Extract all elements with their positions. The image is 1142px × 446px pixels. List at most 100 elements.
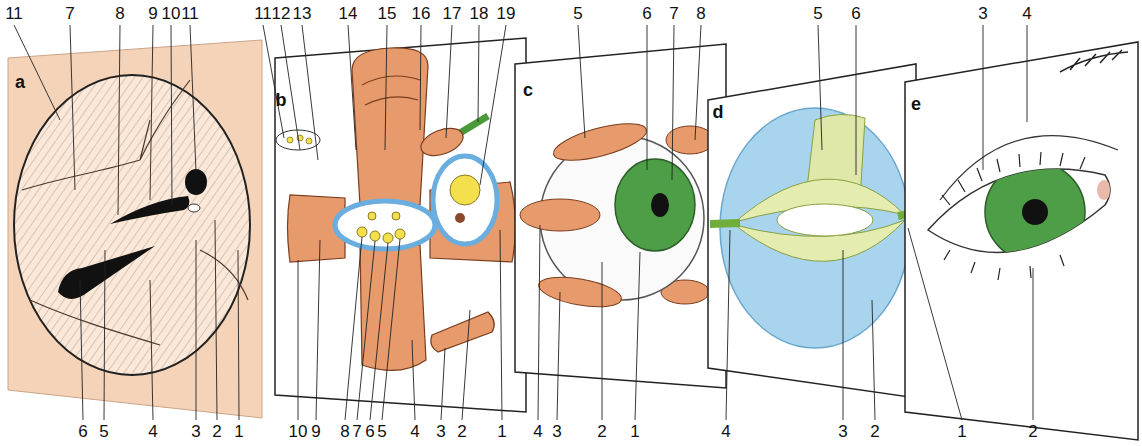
vessel [383,233,393,243]
label-holder: 1 [630,422,639,442]
dot [306,138,312,144]
orbital-septum [720,108,910,348]
leader-line [14,25,60,120]
callout-number: 2 [212,422,221,441]
rectus-muscle [550,116,650,168]
pupil [651,193,669,217]
leader-line [385,25,387,150]
leader-line [382,239,400,420]
leader-line [104,250,105,420]
callout-number: 8 [340,422,349,441]
callout-number: 10 [289,422,308,441]
iris [985,162,1085,262]
leader-line [150,25,153,200]
label-holder: 13 [293,4,312,24]
eye-contents [985,162,1111,262]
leader-line [695,25,701,140]
inferior-orbital-fissure [58,246,155,299]
panel-plane [708,64,916,398]
leader-line [557,292,560,420]
superior-rectus [352,48,428,205]
oblique-muscle [666,126,714,154]
callout-number: 17 [443,4,462,23]
callout-number: 6 [365,422,374,441]
callout-number: 13 [293,4,312,23]
label-holder: 15 [378,4,397,24]
leader-lines [14,25,1033,420]
callout-number: 4 [721,422,730,441]
leader-line [118,25,120,215]
leader-line [843,250,844,420]
palpebral-ligament [710,213,915,224]
callout-number: 1 [630,422,639,441]
callout-number: 15 [378,4,397,23]
label-holder: 5 [813,4,822,24]
leader-line [602,262,603,420]
panel-letter: d [713,102,724,122]
callout-number: 6 [78,422,87,441]
callout-number: 11 [254,4,272,23]
eyelashes [942,152,1085,280]
fascia-loop [335,201,435,249]
iris [615,159,695,251]
callout-number: 11 [181,4,199,23]
superior-orbital-fissure [110,196,189,224]
suture-lines [22,80,248,345]
label-holder: 7 [65,4,74,24]
panel-letter: b [276,90,287,110]
leader-line [672,25,674,180]
callout-number: 5 [573,4,582,23]
leader-line [635,252,640,420]
label-holder: 5 [99,422,108,442]
callout-number: 18 [470,4,489,23]
callout-number: 1 [234,422,243,441]
label-holder: 19 [497,4,516,24]
label-holder: c [523,80,533,101]
leader-line [908,228,962,420]
leader-line [215,220,217,420]
label-holder: 4 [1022,4,1031,24]
callout-number: 5 [813,4,822,23]
callout-number: 7 [352,422,361,441]
label-holder: 4 [533,422,542,442]
label-holder: 10 [289,422,308,442]
label-holder: 2 [597,422,606,442]
leader-line [420,25,421,130]
leader-line [80,280,83,420]
label-holder: 17 [443,4,462,24]
callout-number: 12 [272,4,291,23]
label-holder: 3 [838,422,847,442]
panel-plane [905,42,1138,440]
leader-line [578,25,585,138]
callout-number: 8 [696,4,705,23]
fascia-loop [433,156,497,244]
label-holder: 8 [696,4,705,24]
label-holder: 16 [412,4,431,24]
label-holder: 1 [497,422,506,442]
leader-line [370,243,388,420]
caruncle [1097,180,1111,200]
panel-letter: c [523,80,533,100]
lacrimal-gland [276,130,320,150]
callout-number: 6 [642,4,651,23]
label-holder: 14 [339,4,358,24]
vessel [370,231,380,241]
label-holder: 3 [552,422,561,442]
label-holder: 8 [340,422,349,442]
callout-number: 3 [838,422,847,441]
callout-number: 9 [148,4,157,23]
vessel [368,212,376,220]
vessel [455,213,465,223]
leader-line [238,250,239,420]
callout-number: 4 [1022,4,1031,23]
leader-line [1033,268,1034,420]
bone-spur [188,204,200,212]
label-holder: 1 [957,422,966,442]
callout-number: 14 [339,4,358,23]
label-holder: 3 [191,422,200,442]
label-holder: 5 [573,4,582,24]
panel-e [905,42,1138,440]
leader-line [983,25,984,170]
